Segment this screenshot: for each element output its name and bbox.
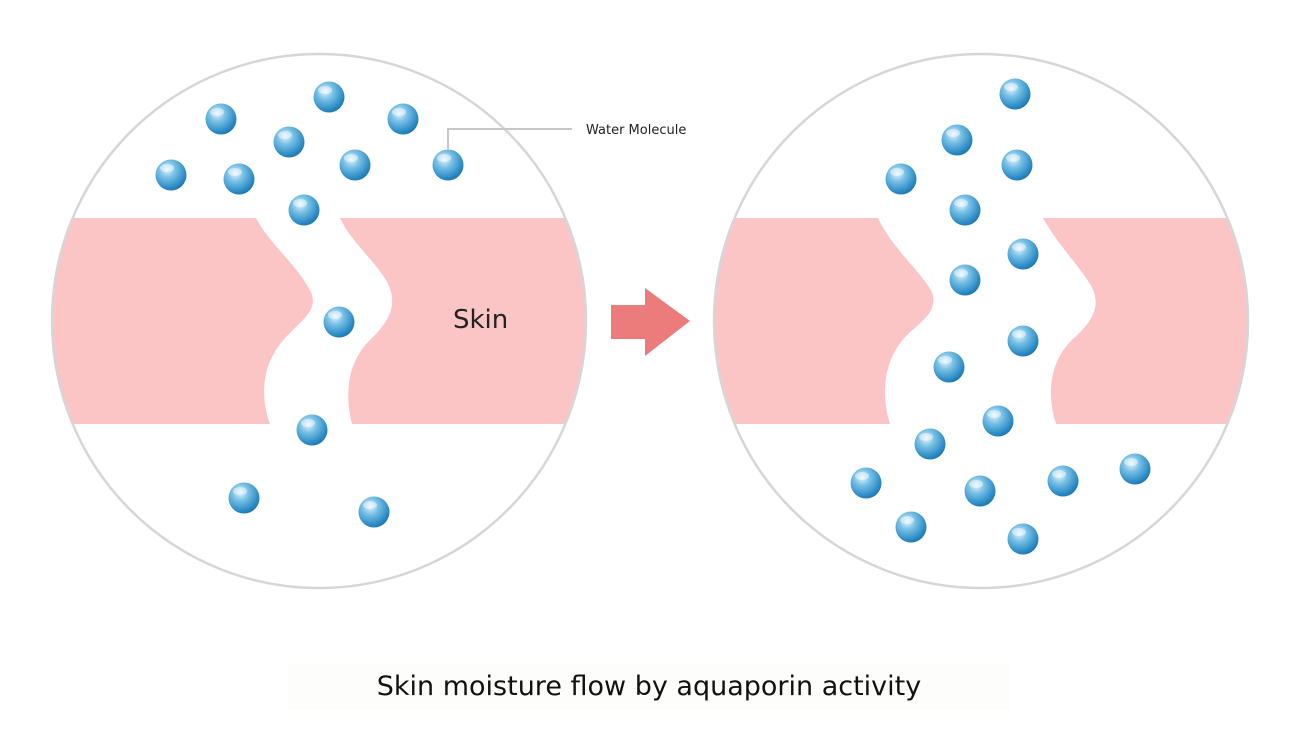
water-molecule-icon [323, 306, 355, 338]
water-molecule-icon [1007, 325, 1039, 357]
water-molecule-label: Water Molecule [586, 123, 686, 138]
water-molecule-icon [228, 482, 260, 514]
right-skin-layer-left [714, 218, 934, 424]
water-molecule-icon [387, 103, 419, 135]
left-skin-layer-right [340, 218, 586, 424]
left-circle-border [50, 52, 588, 590]
water-molecule-icon [949, 264, 981, 296]
water-molecule-icon [1047, 465, 1079, 497]
right-arrow-icon [611, 288, 690, 356]
left-circle [52, 54, 586, 588]
water-molecule-icon [339, 149, 371, 181]
left-skin-layer-left [52, 218, 313, 424]
water-molecule-icon [964, 475, 996, 507]
water-molecule-callout-line [447, 128, 572, 150]
water-molecule-icon [1001, 149, 1033, 181]
water-molecule-icon [941, 124, 973, 156]
water-molecule-icon [432, 149, 464, 181]
caption-background [288, 664, 1010, 710]
right-panel [712, 52, 1250, 590]
right-circle-border [712, 52, 1250, 590]
left-panel: Water Molecule Skin [50, 52, 686, 590]
water-molecule-icon [288, 194, 320, 226]
water-molecule-icon [885, 163, 917, 195]
water-molecule-icon [205, 103, 237, 135]
figure-caption: Skin moisture flow by aquaporin activity [376, 671, 922, 702]
skin-label: Skin [453, 305, 508, 335]
water-molecule-icon [999, 78, 1031, 110]
water-molecule-icon [850, 467, 882, 499]
right-skin-layer-right [1043, 218, 1248, 424]
water-molecule-icon [223, 163, 255, 195]
right-circle [714, 54, 1248, 588]
water-molecule-icon [914, 428, 946, 460]
water-molecule-icon [1007, 238, 1039, 270]
water-molecule-icon [296, 414, 328, 446]
water-molecule-icon [982, 405, 1014, 437]
water-molecule-icon [933, 351, 965, 383]
water-molecule-icon [273, 126, 305, 158]
water-molecule-icon [949, 194, 981, 226]
water-molecule-icon [358, 496, 390, 528]
water-molecule-icon [1007, 523, 1039, 555]
water-molecule-icon [895, 511, 927, 543]
water-molecule-icon [313, 81, 345, 113]
water-molecule-icon [155, 159, 187, 191]
water-molecule-icon [1119, 453, 1151, 485]
